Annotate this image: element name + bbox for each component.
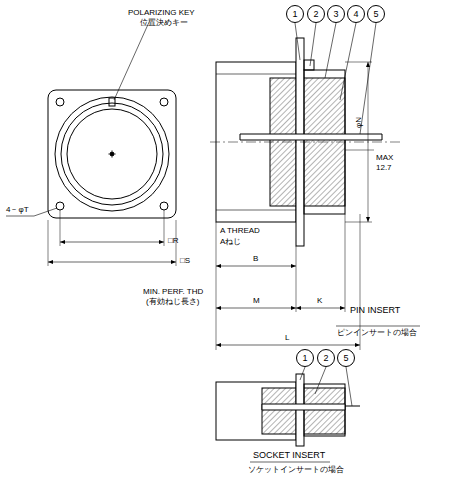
mounting-hole [56, 202, 64, 210]
dimension-arrow [366, 62, 370, 222]
pin-contact [240, 134, 382, 140]
title-underline [336, 326, 420, 327]
diameter-dimension [345, 62, 372, 222]
shell-inner [61, 103, 163, 205]
view-title: PIN INSERT [350, 305, 400, 315]
callout-circle: 4 [347, 5, 365, 23]
callout-number: 2 [323, 354, 328, 363]
dimension: M [253, 296, 260, 306]
callout-circle: 1 [286, 5, 304, 23]
callout-circle: 1 [296, 349, 314, 367]
callout-circle: 5 [337, 349, 355, 367]
square-flange [48, 90, 176, 218]
callout-circle: 2 [317, 349, 335, 367]
leader-line [295, 23, 376, 134]
thread-label: Aねじ [220, 237, 241, 247]
thread-label: A THREAD [220, 226, 260, 236]
view-title: ピンインサートの場合 [337, 328, 417, 338]
dimension: □S [180, 256, 190, 266]
dimension-line [48, 242, 176, 262]
callout-number: 3 [333, 10, 338, 19]
insert-face [67, 109, 157, 199]
callout-number: 1 [292, 10, 297, 19]
mounting-hole [160, 202, 168, 210]
center-line [210, 142, 400, 143]
dimension: □R [168, 236, 179, 246]
callout-number: 5 [343, 354, 348, 363]
callout-circle: 3 [327, 5, 345, 23]
gasket [304, 60, 314, 70]
dimension-arrow [48, 240, 176, 264]
callout-number: 4 [353, 10, 358, 19]
leader-line [114, 20, 150, 100]
callout-number: 1 [302, 354, 307, 363]
view-title: SOCKET INSERT [253, 450, 325, 460]
socket-contact [262, 404, 360, 410]
callout-number: 5 [373, 10, 378, 19]
dimension: B [253, 254, 258, 264]
dimension: K [317, 296, 322, 306]
note: 位置決めキー [140, 18, 188, 28]
dimension: MAX [376, 153, 393, 163]
dimension: L [285, 333, 289, 343]
callout-circle: 5 [367, 5, 385, 23]
center-mark [108, 150, 116, 158]
note: (有効ねじ長さ) [146, 297, 199, 307]
dimension: φN [354, 117, 364, 128]
note: MIN. PERF. THD [143, 287, 203, 297]
max-dimension [345, 150, 374, 151]
callout-circle: 2 [307, 5, 325, 23]
view-title: ソケットインサートの場合 [248, 465, 344, 475]
extension-line [48, 210, 176, 266]
note: POLARIZING KEY [128, 8, 195, 18]
leader-line [300, 367, 352, 406]
dimension: 12.7 [376, 163, 392, 173]
title-underline [250, 462, 330, 463]
callout-number: 2 [313, 10, 318, 19]
mounting-hole [56, 98, 64, 106]
shell-outer [55, 97, 169, 211]
mounting-hole [160, 98, 168, 106]
hole-callout: 4－φT [6, 205, 29, 215]
